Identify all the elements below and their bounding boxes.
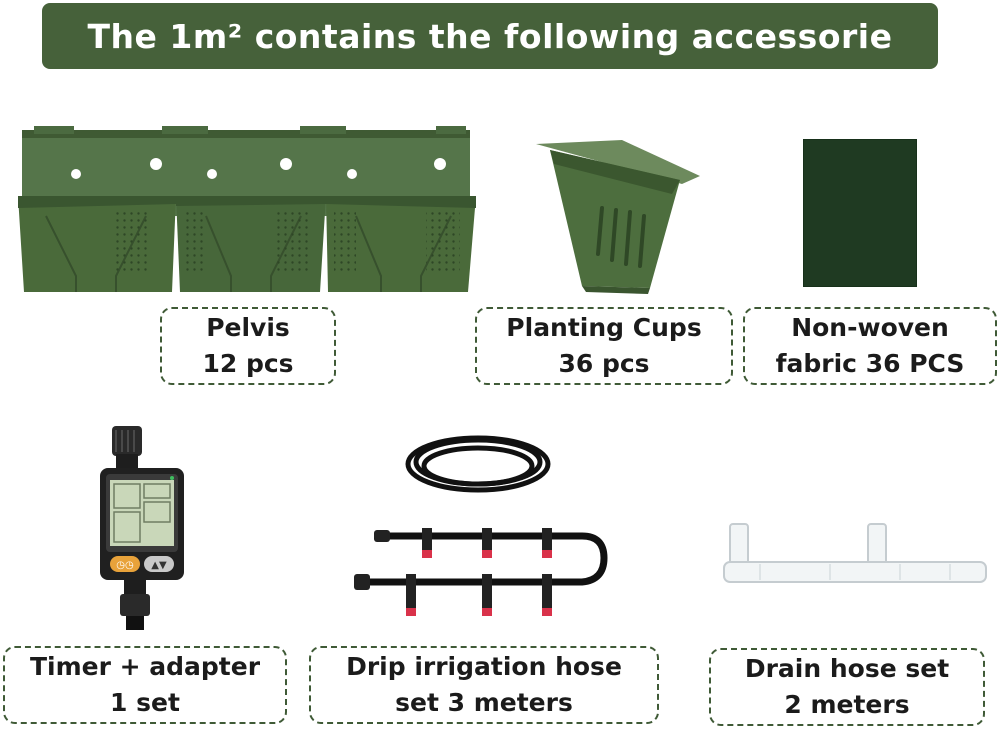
drip-hose-image — [354, 435, 608, 616]
banner-title: The 1m² contains the following accessori… — [87, 16, 893, 56]
drain-hose-image — [723, 523, 987, 583]
svg-text:◷◷: ◷◷ — [116, 560, 134, 571]
title-banner: The 1m² contains the following accessori… — [42, 3, 938, 69]
drain-hose-label: Drain hose set 2 meters — [709, 648, 985, 726]
item-name: Drip irrigation hose — [346, 652, 622, 681]
item-name: Pelvis — [206, 313, 290, 342]
planting-cups-label: Planting Cups 36 pcs — [475, 307, 733, 385]
pelvis-label: Pelvis 12 pcs — [160, 307, 336, 385]
item-quantity: set 3 meters — [395, 688, 573, 717]
item-quantity: fabric 36 PCS — [775, 349, 965, 378]
item-name: Timer + adapter — [29, 652, 261, 681]
item-name: Non-woven — [791, 313, 949, 342]
planting-cup-image — [536, 140, 700, 294]
svg-text:▲▼: ▲▼ — [151, 560, 167, 571]
item-quantity: 1 set — [110, 688, 180, 717]
item-name: Planting Cups — [506, 313, 702, 342]
item-quantity: 36 pcs — [558, 349, 650, 378]
non-woven-fabric-label: Non-woven fabric 36 PCS — [743, 307, 997, 385]
item-name: Drain hose set — [744, 654, 950, 683]
planter-pelvis-image — [18, 126, 476, 292]
non-woven-fabric-image — [803, 139, 917, 287]
drip-irrigation-label: Drip irrigation hose set 3 meters — [309, 646, 659, 724]
item-quantity: 2 meters — [784, 690, 910, 719]
water-timer-image: ◷◷ ▲▼ — [100, 426, 184, 630]
timer-adapter-label: Timer + adapter 1 set — [3, 646, 287, 724]
item-quantity: 12 pcs — [202, 349, 294, 378]
